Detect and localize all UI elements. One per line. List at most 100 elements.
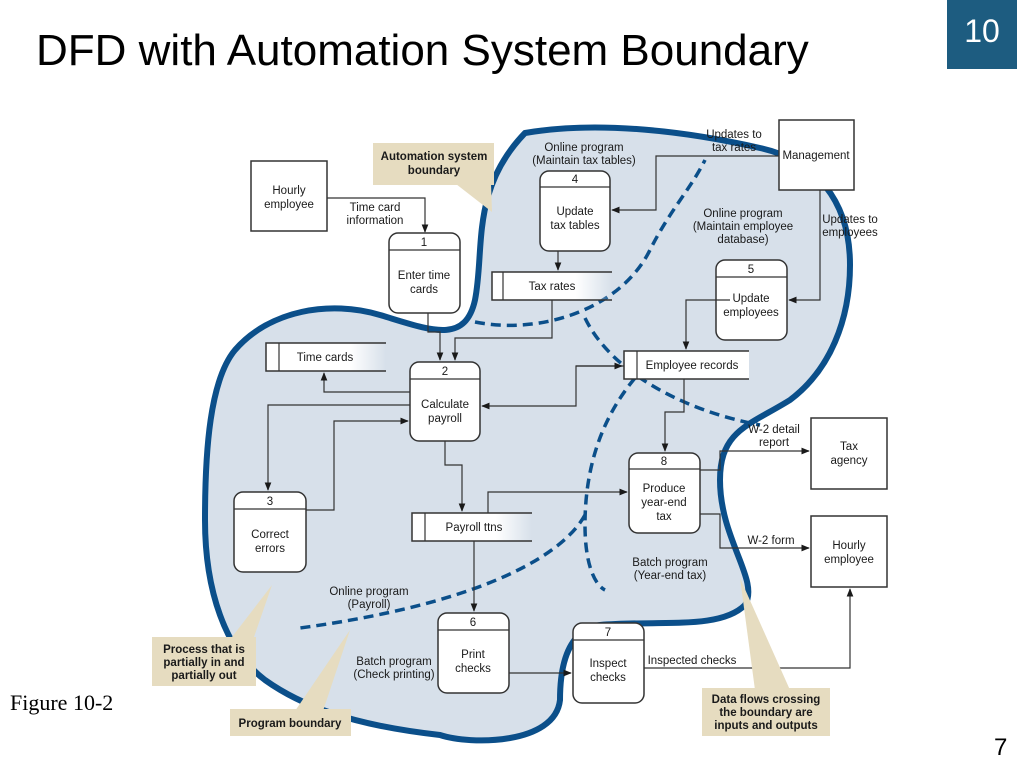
flow-employee-records-to-p8 [661,379,685,452]
external-hourly-employee-top: Hourly employee [250,160,328,232]
store-payroll-ttns: Payroll ttns [411,512,532,542]
flow-tax-rates-to-p2 [451,300,553,361]
callout-text: Program boundary [239,718,342,730]
external-label: Tax [840,441,858,453]
automation-boundary [201,124,854,744]
process-8: 8 Produce year-end tax [628,452,701,534]
process-label: checks [590,672,626,684]
flow-label: Time card [350,202,401,214]
flow-p2-to-p3 [264,404,410,491]
process-label: Produce [643,483,686,495]
store-employee-records: Employee records [623,350,749,380]
process-label: cards [410,284,438,296]
flow-label: W-2 form [747,535,794,547]
process-number: 6 [470,617,476,629]
process-1: 1 Enter time cards [388,232,461,314]
program-label: (Payroll) [348,599,391,611]
callout-text: Process that is [163,644,245,656]
process-label: employees [723,307,779,319]
flow-p5-to-employee-records [682,299,730,350]
process-number: 5 [748,264,754,276]
process-label: Update [732,293,769,305]
flow-label: employees [822,227,878,239]
flow-time-card-information [327,197,429,233]
flow-p3-to-p2 [306,417,409,511]
store-time-cards: Time cards [265,342,386,372]
program-label: Online program [703,208,782,220]
process-label: Update [556,206,593,218]
program-label: Online program [544,142,623,154]
flow-w2-form [700,513,810,552]
process-label: payroll [428,413,462,425]
callout-text: the boundary are [719,707,812,719]
flow-updates-tax-rates [611,155,779,214]
program-label: (Year-end tax) [634,570,707,582]
external-label: Hourly [272,185,305,197]
process-5: 5 Update employees [715,259,788,341]
data-flows [264,155,854,677]
process-number: 8 [661,456,667,468]
process-label: Calculate [421,399,469,411]
chapter-badge: 10 [947,0,1017,69]
process-number: 3 [267,496,273,508]
program-label: Batch program [356,656,431,668]
external-label: Hourly [832,540,865,552]
slide-title: DFD with Automation System Boundary [36,26,809,75]
callout-text: partially out [171,670,236,682]
flow-label: Inspected checks [648,655,737,667]
callout-partial-process: Process that is partially in and partial… [152,585,272,686]
external-label: agency [830,455,867,467]
process-label: checks [455,663,491,675]
program-label: (Maintain tax tables) [532,155,636,167]
flow-p2-to-payroll-ttns [444,441,466,512]
process-label: tax tables [550,220,599,232]
callout-text: boundary [408,165,461,177]
process-label: Inspect [589,658,627,670]
store-label: Time cards [297,352,354,364]
flow-p1-to-p2 [427,313,444,361]
page-number: 7 [994,734,1008,761]
flow-label: information [347,215,404,227]
process-number: 4 [572,174,579,186]
program-label: Batch program [632,557,707,569]
process-label: Correct [251,529,290,541]
callout-text: partially in and [163,657,244,669]
flow-p2-to-time-cards [320,372,410,393]
process-7: 7 Inspect checks [572,622,645,704]
flow-inspected-checks [644,588,854,669]
flow-label: W-2 detail [748,424,800,436]
process-3: 3 Correct errors [233,491,307,573]
program-labels: Online program (Maintain tax tables) Onl… [329,142,793,681]
callout-data-flows-crossing: Data flows crossing the boundary are inp… [702,578,830,736]
callout-automation-boundary: Automation system boundary [373,143,494,212]
store-label: Employee records [646,360,739,372]
store-label: Payroll ttns [446,522,503,534]
process-label: Enter time [398,270,450,282]
process-label: errors [255,543,285,555]
store-label: Tax rates [529,281,576,293]
external-tax-agency: Tax agency [810,417,888,490]
flow-labels: Time card information Updates to tax rat… [347,129,878,667]
callout-text: Data flows crossing [712,694,821,706]
process-2: 2 Calculate payroll [409,361,481,442]
program-label: (Check printing) [353,669,434,681]
flow-label: Updates to [822,214,878,226]
callout-text: Automation system [381,151,488,163]
flow-label: tax rates [712,142,756,154]
external-label: Management [782,150,850,162]
external-label: employee [264,199,314,211]
process-number: 1 [421,237,427,249]
callout-text: inputs and outputs [714,720,817,732]
store-tax-rates: Tax rates [491,271,612,301]
external-management: Management [778,119,855,191]
figure-caption: Figure 10-2 [10,690,114,715]
callout-program-boundary: Program boundary [230,630,351,736]
process-label: tax [656,511,672,523]
process-label: Print [461,649,485,661]
process-number: 2 [442,366,448,378]
process-number: 7 [605,627,611,639]
process-6: 6 Print checks [437,612,510,694]
flow-updates-employees [788,190,821,304]
flow-label: Updates to [706,129,762,141]
